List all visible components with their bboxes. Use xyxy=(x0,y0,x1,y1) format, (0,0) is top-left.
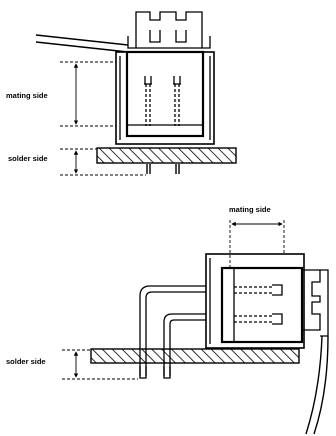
solder-side-label-top: solder side xyxy=(8,154,48,163)
solder-side-dimension-top xyxy=(60,148,146,176)
mating-side-label-bottom: mating side xyxy=(229,205,271,214)
mating-side-label-top: mating side xyxy=(6,91,48,100)
cable-bottom xyxy=(305,335,323,435)
solder-side-dimension-bottom xyxy=(62,349,138,380)
header-housing xyxy=(205,253,305,349)
pins xyxy=(146,164,180,174)
cable xyxy=(35,34,129,46)
pcb-board-bottom xyxy=(90,348,300,364)
bent-lead-inner xyxy=(163,313,206,376)
plug-body-bottom xyxy=(220,266,304,344)
plug-cap xyxy=(127,11,211,49)
outer-housing xyxy=(115,51,215,145)
pcb-board xyxy=(96,147,237,164)
plug-cap-bottom xyxy=(302,269,321,331)
bent-lead-outer xyxy=(139,285,206,376)
contact-left xyxy=(144,76,152,85)
vertical-connector-figure xyxy=(35,11,237,174)
contact-right xyxy=(173,76,181,85)
mating-side-dimension-top xyxy=(60,61,116,127)
solder-side-label-bottom: solder side xyxy=(6,357,46,366)
right-angle-connector-figure xyxy=(90,253,329,435)
plug-body xyxy=(125,50,205,138)
mating-side-dimension-bottom xyxy=(229,220,285,268)
